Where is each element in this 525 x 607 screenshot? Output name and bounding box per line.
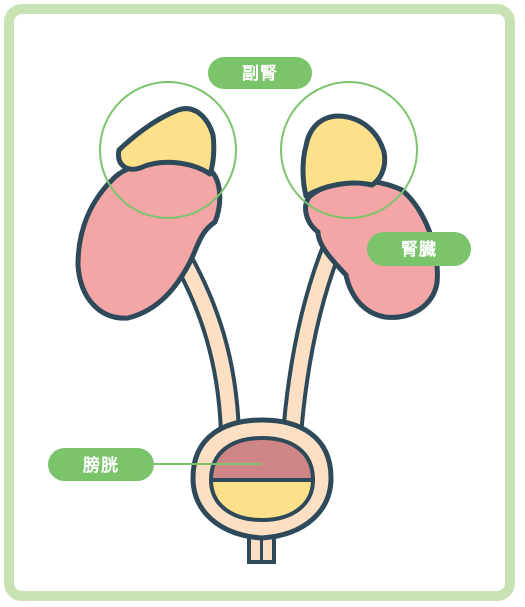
kidney-label: 腎臓 — [367, 232, 471, 266]
bladder-label-text: 膀胱 — [83, 455, 119, 476]
kidney-label-text: 腎臓 — [401, 240, 437, 260]
right-ureter — [292, 253, 330, 435]
left-adrenal-gland — [119, 109, 214, 174]
bladder — [193, 420, 331, 538]
adrenal-label-text: 副腎 — [242, 64, 278, 84]
left-ureter — [182, 258, 230, 435]
adrenal-label: 副腎 — [208, 57, 312, 89]
bladder-label: 膀胱 — [48, 448, 154, 481]
right-adrenal-gland — [303, 116, 385, 196]
